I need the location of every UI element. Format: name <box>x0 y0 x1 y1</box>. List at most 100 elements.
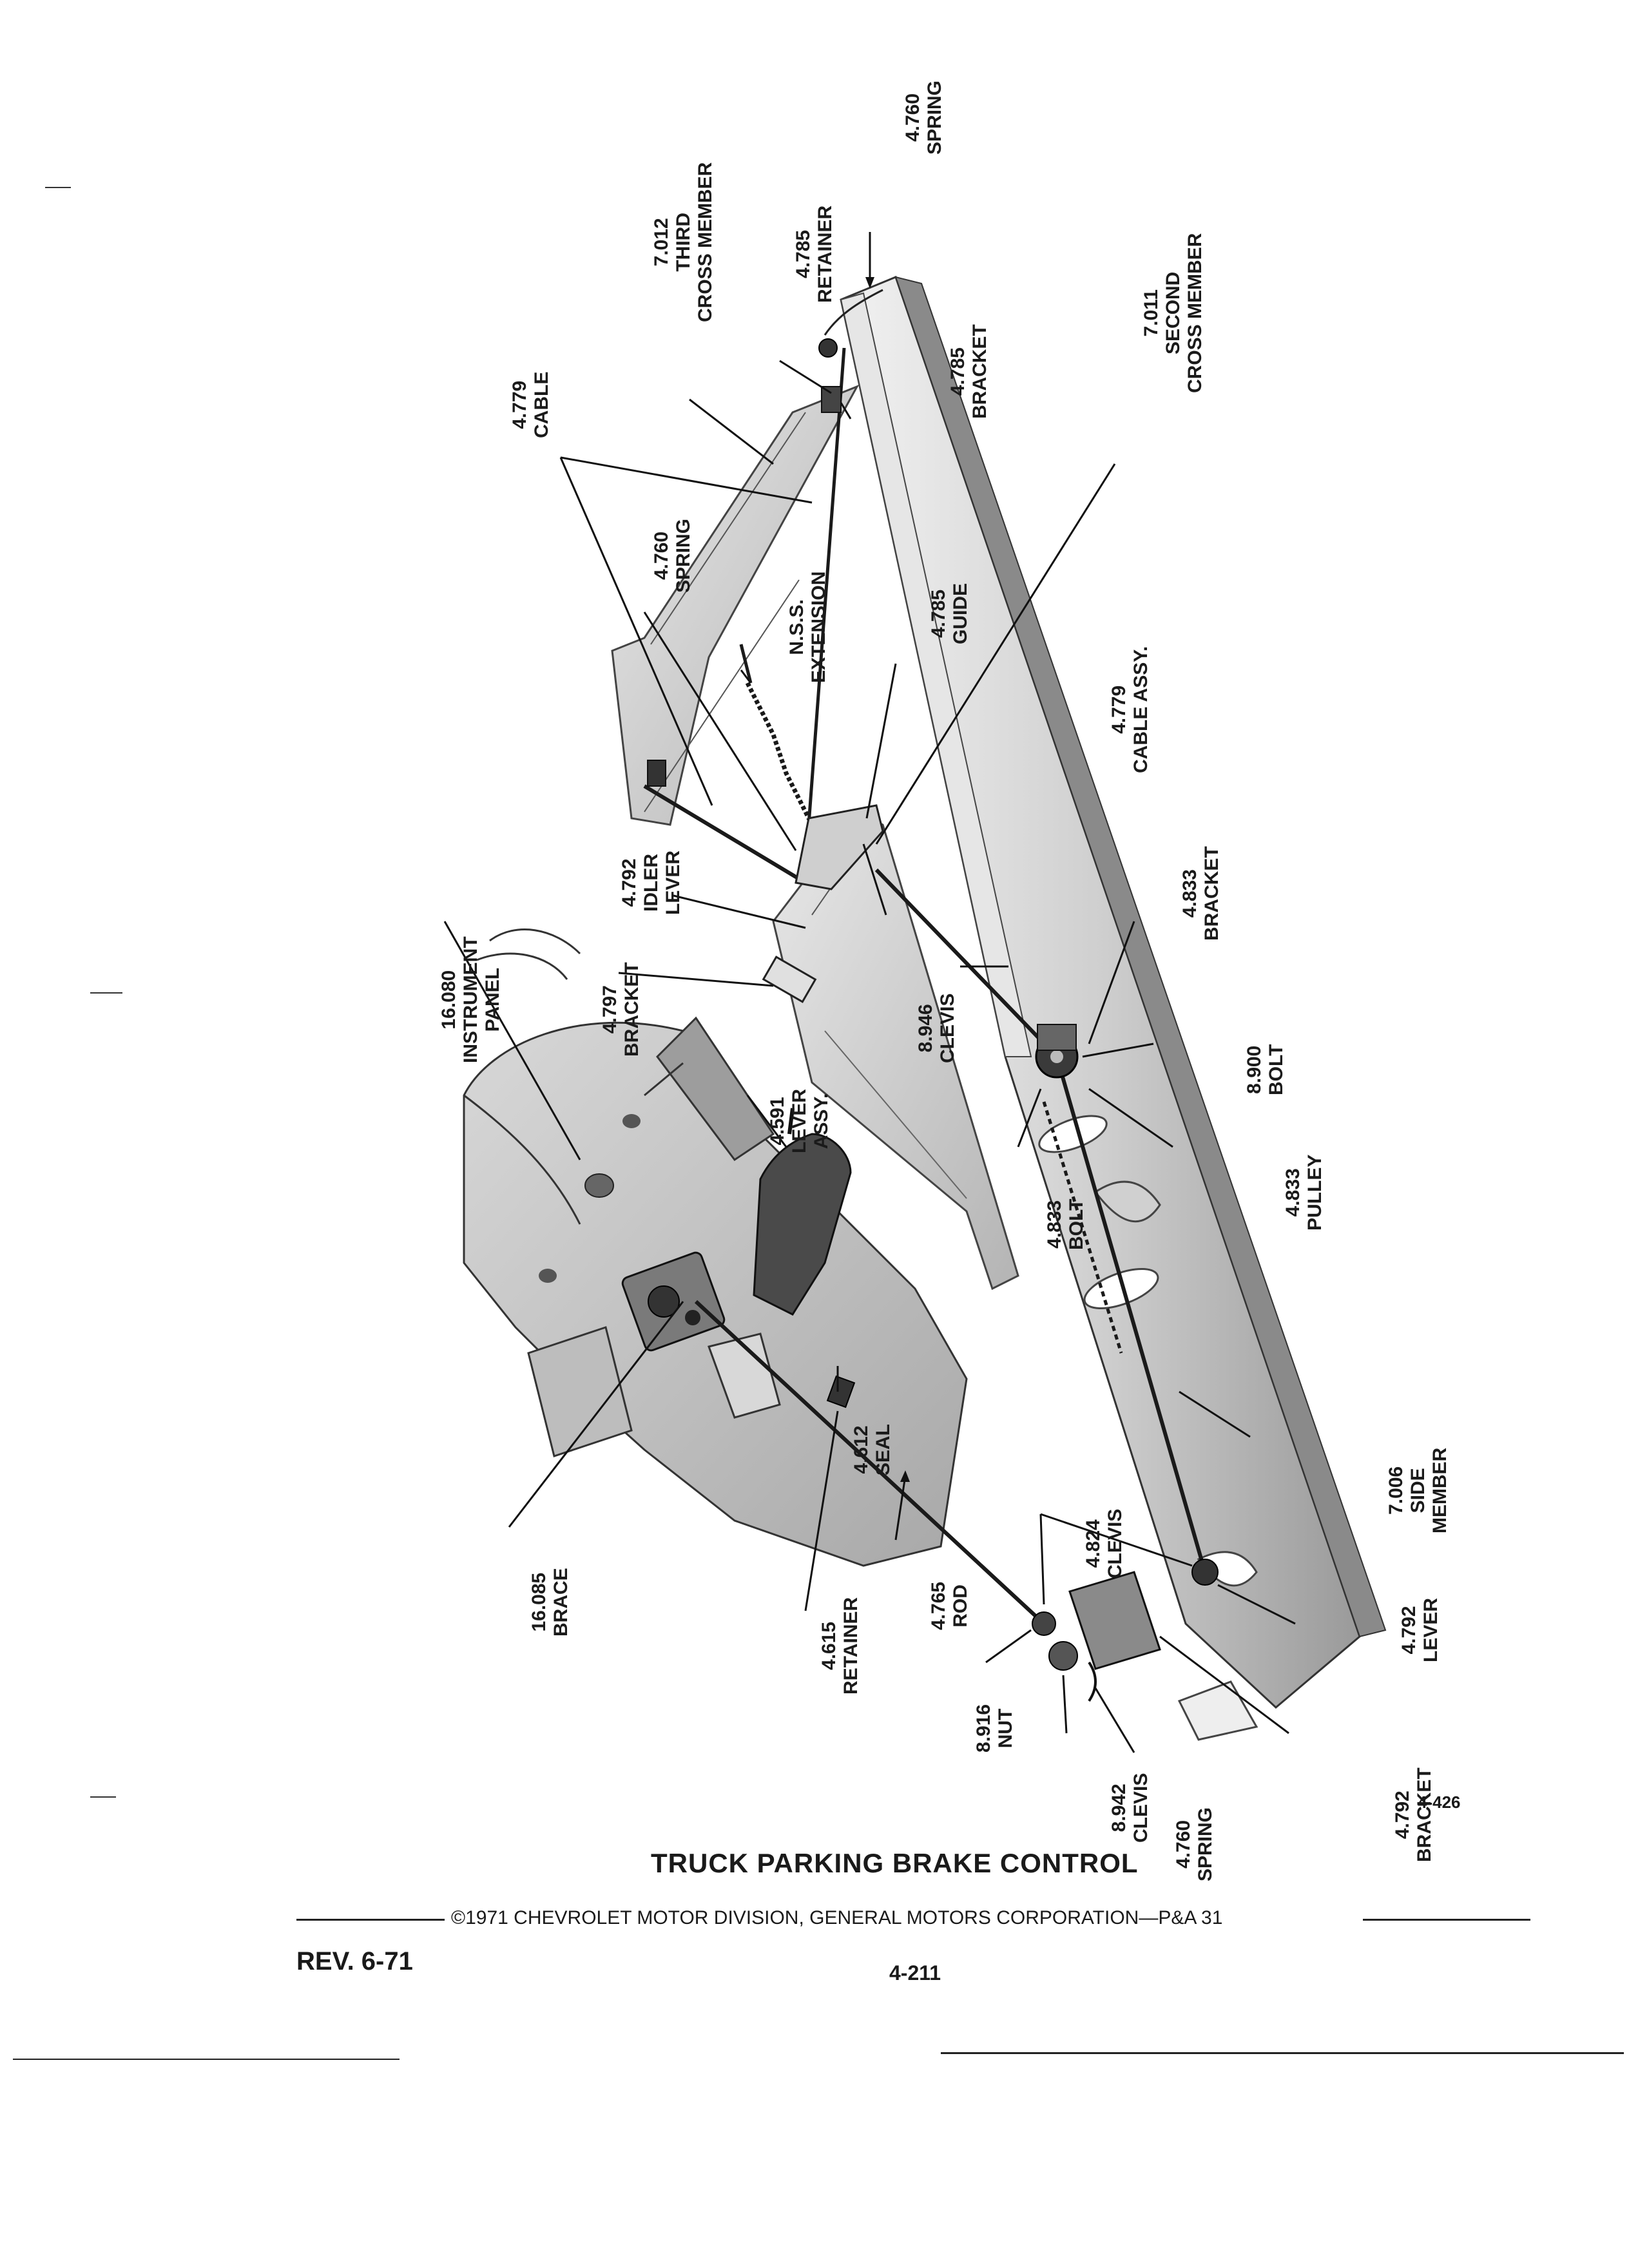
callout-line: GUIDE <box>950 582 971 644</box>
callout-line: CABLE ASSY. <box>1130 646 1152 773</box>
bottom-rule-left <box>13 2059 400 2060</box>
callout-line: BOLT <box>1066 1198 1087 1250</box>
callout-line: SPRING <box>1195 1807 1216 1881</box>
callout-line: IDLER <box>641 853 662 912</box>
callout-line: CROSS MEMBER <box>695 162 716 322</box>
callout-line: 4.760 <box>651 531 672 581</box>
callout-line: 8.946 <box>915 1004 936 1053</box>
callout-line: CROSS MEMBER <box>1184 233 1206 393</box>
callout-line: MEMBER <box>1429 1447 1451 1533</box>
callout-line: BRACKET <box>1201 846 1222 941</box>
callout-line: 7.006 <box>1385 1466 1407 1515</box>
callout-line: NUT <box>995 1708 1016 1749</box>
callout-line: LEVER <box>1420 1597 1441 1662</box>
callout-line: RETAINER <box>840 1597 862 1695</box>
callout-line: 7.012 <box>651 218 672 267</box>
callout-line: 4.797 <box>599 985 621 1034</box>
page-title: TRUCK PARKING BRAKE CONTROL <box>651 1848 1139 1878</box>
margin-mark-top <box>45 187 71 188</box>
callout-line: 8.942 <box>1108 1783 1130 1832</box>
callout-line: 4.792 <box>619 858 640 907</box>
callout-line: PULLEY <box>1304 1154 1325 1231</box>
callout-line: 4.833 <box>1282 1168 1304 1217</box>
callout-line: CLEVIS <box>1104 1508 1126 1579</box>
footer-rule-left <box>296 1919 445 1921</box>
callout-line: 4.785 <box>928 589 949 639</box>
margin-mark-middle <box>90 992 122 994</box>
bottom-rule-right <box>941 2052 1624 2054</box>
callout-line: 8.916 <box>973 1704 994 1753</box>
callout-line: 4.615 <box>818 1621 840 1670</box>
callout-line: CLEVIS <box>937 993 958 1063</box>
callout-line: 4.792 <box>1398 1606 1420 1655</box>
callout-line: 16.085 <box>528 1572 550 1632</box>
figure-number: 4-426 <box>1418 1792 1461 1812</box>
callout-line: 4.591 <box>767 1097 788 1146</box>
callout-line: 4.792 <box>1392 1791 1413 1840</box>
callout-line: 4.765 <box>928 1581 949 1630</box>
hardware-parts <box>647 289 1219 1702</box>
callout-line: BRACE <box>550 1568 572 1637</box>
callout-line: BRACKET <box>1414 1767 1435 1862</box>
callout-line: LEVER <box>789 1088 810 1153</box>
callout-line: LEVER <box>662 850 684 915</box>
footer-rule-right <box>1363 1919 1530 1921</box>
callout-line: 4.833 <box>1179 869 1200 918</box>
callout-line: INSTRUMENT <box>460 936 481 1063</box>
callout-line: BOLT <box>1266 1044 1287 1095</box>
callout-line: 4.779 <box>1108 685 1130 734</box>
callout-line: 4.833 <box>1044 1200 1065 1249</box>
callout-line: SEAL <box>872 1423 894 1475</box>
callout-line: PANEL <box>482 967 503 1032</box>
callout-line: BRACKET <box>969 324 990 419</box>
leader-lines <box>443 232 1296 1753</box>
callout-line: 4.785 <box>793 229 814 278</box>
callout-line: 7.011 <box>1141 289 1162 337</box>
callout-line: 4.760 <box>1173 1820 1194 1869</box>
callout-line: CLEVIS <box>1130 1773 1152 1843</box>
callout-line: BRACKET <box>621 962 642 1057</box>
page-number: 4-211 <box>889 1961 941 1984</box>
parking-brake-lever <box>621 1108 852 1352</box>
callout-line: 4.779 <box>509 380 530 429</box>
callout-line: N.S.S. <box>786 599 807 655</box>
callout-line: 4.785 <box>947 347 969 396</box>
callout-line: THIRD <box>673 213 694 272</box>
cable-routing <box>643 347 1207 1626</box>
callout-line: 4.824 <box>1083 1519 1104 1568</box>
callout-line: 4.760 <box>902 93 923 142</box>
callout-line: RETAINER <box>815 205 836 303</box>
callout-line: 16.080 <box>438 970 459 1030</box>
callout-line: EXTENSION <box>808 571 829 683</box>
